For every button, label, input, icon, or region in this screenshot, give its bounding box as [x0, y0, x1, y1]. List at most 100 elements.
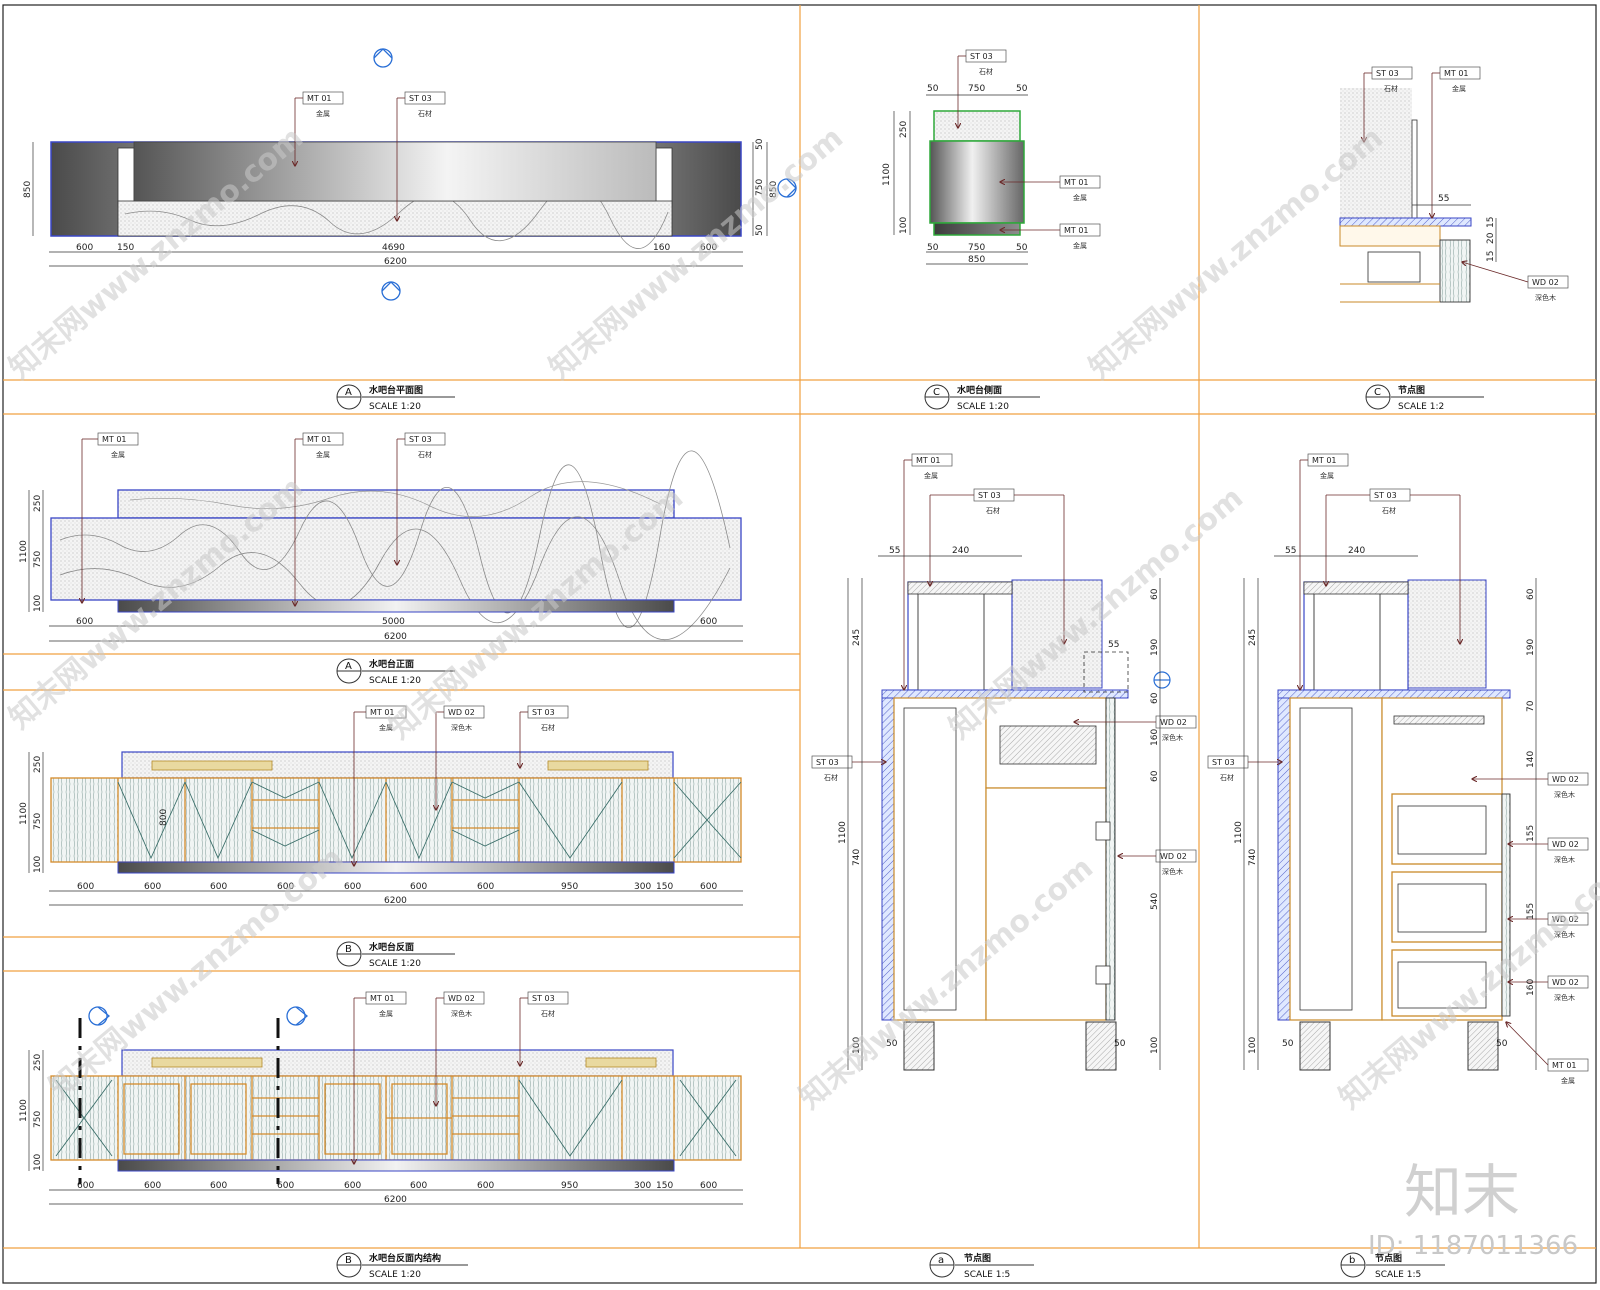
svg-text:WD 02: WD 02 — [1552, 840, 1579, 849]
svg-text:250: 250 — [899, 121, 909, 138]
tag-wd-node-b-4: WD 02 深色木 — [1508, 975, 1589, 1002]
svg-text:深色木: 深色木 — [1162, 867, 1183, 876]
svg-text:600: 600 — [700, 617, 717, 627]
svg-text:190: 190 — [1150, 639, 1160, 656]
svg-text:600: 600 — [144, 882, 161, 892]
svg-text:WD 02: WD 02 — [448, 994, 475, 1003]
svg-text:240: 240 — [1348, 546, 1365, 556]
svg-text:节点图: 节点图 — [1398, 384, 1425, 396]
tag-wd-back: WD 02 深色木 — [436, 705, 485, 810]
svg-text:6200: 6200 — [384, 632, 407, 642]
svg-text:1100: 1100 — [19, 540, 29, 563]
svg-text:金属: 金属 — [1561, 1076, 1575, 1085]
svg-text:70: 70 — [1526, 700, 1536, 712]
svg-text:石材: 石材 — [541, 1009, 555, 1018]
svg-text:600: 600 — [277, 1181, 294, 1191]
svg-text:50: 50 — [927, 84, 939, 94]
tag-wd-node-a-1: WD 02 深色木 — [1074, 715, 1197, 742]
svg-text:1100: 1100 — [838, 821, 848, 844]
svg-text:ST 03: ST 03 — [532, 708, 555, 717]
svg-text:知末网www.znzmo.com: 知末网www.znzmo.com — [1083, 120, 1390, 386]
svg-text:石材: 石材 — [541, 723, 555, 732]
svg-text:50: 50 — [1016, 243, 1028, 253]
detail-marker-icon — [1153, 671, 1171, 689]
svg-text:950: 950 — [561, 1181, 578, 1191]
svg-text:SCALE 1:20: SCALE 1:20 — [957, 402, 1009, 412]
svg-text:750: 750 — [755, 179, 765, 196]
svg-text:155: 155 — [1526, 903, 1536, 920]
svg-text:740: 740 — [852, 849, 862, 866]
svg-text:60: 60 — [1150, 692, 1160, 704]
svg-text:600: 600 — [344, 1181, 361, 1191]
svg-text:B: B — [345, 1255, 352, 1266]
svg-text:WD 02: WD 02 — [1160, 718, 1187, 727]
svg-text:140: 140 — [1526, 751, 1536, 768]
svg-text:600: 600 — [277, 882, 294, 892]
svg-text:WD 02: WD 02 — [1552, 978, 1579, 987]
svg-text:金属: 金属 — [1073, 241, 1087, 250]
svg-text:金属: 金属 — [316, 109, 330, 118]
svg-text:ST 03: ST 03 — [409, 435, 432, 444]
svg-text:600: 600 — [700, 1181, 717, 1191]
svg-text:800: 800 — [159, 809, 169, 826]
tag-mt: MT 01 金属 — [295, 91, 344, 166]
svg-text:950: 950 — [561, 882, 578, 892]
panel-node-b: MT 01 金属 ST 03 石材 ST 03 石材 WD 02 深色木 — [1207, 453, 1589, 1280]
svg-text:深色木: 深色木 — [1162, 733, 1183, 742]
svg-text:ST 03: ST 03 — [1376, 69, 1399, 78]
tag-st: ST 03 石材 — [397, 91, 446, 221]
svg-text:160: 160 — [1150, 729, 1160, 746]
tag-wd-node-a-2: WD 02 深色木 — [1118, 849, 1197, 876]
svg-text:600: 600 — [344, 882, 361, 892]
svg-text:A: A — [345, 661, 352, 672]
svg-text:60: 60 — [1150, 588, 1160, 600]
panel-plan-title: A 水吧台平面图 SCALE 1:20 — [336, 384, 455, 412]
svg-text:SCALE 1:20: SCALE 1:20 — [369, 402, 421, 412]
svg-text:金属: 金属 — [379, 723, 393, 732]
svg-text:100: 100 — [33, 1154, 43, 1171]
tag-mt-node-a: MT 01 金属 — [904, 453, 953, 690]
svg-text:深色木: 深色木 — [1554, 790, 1575, 799]
svg-text:55: 55 — [1438, 194, 1449, 204]
svg-text:SCALE 1:5: SCALE 1:5 — [1375, 1270, 1421, 1280]
section-marker-c-icon — [777, 178, 797, 198]
svg-text:55: 55 — [1285, 546, 1296, 556]
svg-text:750: 750 — [968, 243, 985, 253]
svg-text:1100: 1100 — [19, 802, 29, 825]
svg-text:850: 850 — [769, 181, 779, 198]
svg-text:a: a — [938, 1255, 944, 1266]
tag-wd-node-b-1: WD 02 深色木 — [1472, 772, 1589, 799]
svg-text:深色木: 深色木 — [451, 1009, 472, 1018]
svg-text:A: A — [345, 387, 352, 398]
tag-st-node-b-left: ST 03 石材 — [1207, 755, 1282, 782]
svg-text:深色木: 深色木 — [1554, 930, 1575, 939]
svg-text:250: 250 — [33, 756, 43, 773]
panel-side: ST 03 石材 MT 01 金属 MT 01 金属 50 750 50 50 … — [882, 49, 1101, 412]
svg-text:600: 600 — [76, 617, 93, 627]
svg-text:水吧台侧面: 水吧台侧面 — [957, 384, 1002, 396]
svg-text:750: 750 — [33, 551, 43, 568]
id-label: ID: 1187011366 — [1368, 1231, 1578, 1261]
svg-text:石材: 石材 — [418, 109, 432, 118]
svg-text:WD 02: WD 02 — [1552, 915, 1579, 924]
tag-mt-side-1: MT 01 金属 — [1000, 175, 1101, 202]
svg-text:ST 03: ST 03 — [409, 94, 432, 103]
panel-back: MT 01 金属 WD 02 深色木 ST 03 石材 800 600 600 … — [19, 705, 743, 969]
panel-node-c: ST 03 石材 MT 01 金属 WD 02 深色木 55 15 20 15 … — [1339, 66, 1569, 412]
panel-front-title: A 水吧台正面 SCALE 1:20 — [336, 658, 455, 686]
svg-text:50: 50 — [755, 138, 765, 150]
svg-text:160: 160 — [1526, 979, 1536, 996]
svg-text:50: 50 — [927, 243, 939, 253]
svg-text:水吧台平面图: 水吧台平面图 — [369, 384, 423, 396]
svg-text:b: b — [1349, 1255, 1355, 1266]
svg-text:245: 245 — [1248, 629, 1258, 646]
svg-text:节点图: 节点图 — [1375, 1252, 1402, 1264]
svg-text:MT 01: MT 01 — [307, 94, 332, 103]
svg-text:740: 740 — [1248, 849, 1258, 866]
svg-text:金属: 金属 — [1073, 193, 1087, 202]
tag-st-node-a-left: ST 03 石材 — [811, 755, 886, 782]
svg-text:100: 100 — [852, 1037, 862, 1054]
tag-st-front: ST 03 石材 — [397, 432, 446, 565]
svg-text:SCALE 1:20: SCALE 1:20 — [369, 1270, 421, 1280]
svg-text:MT 01: MT 01 — [102, 435, 127, 444]
